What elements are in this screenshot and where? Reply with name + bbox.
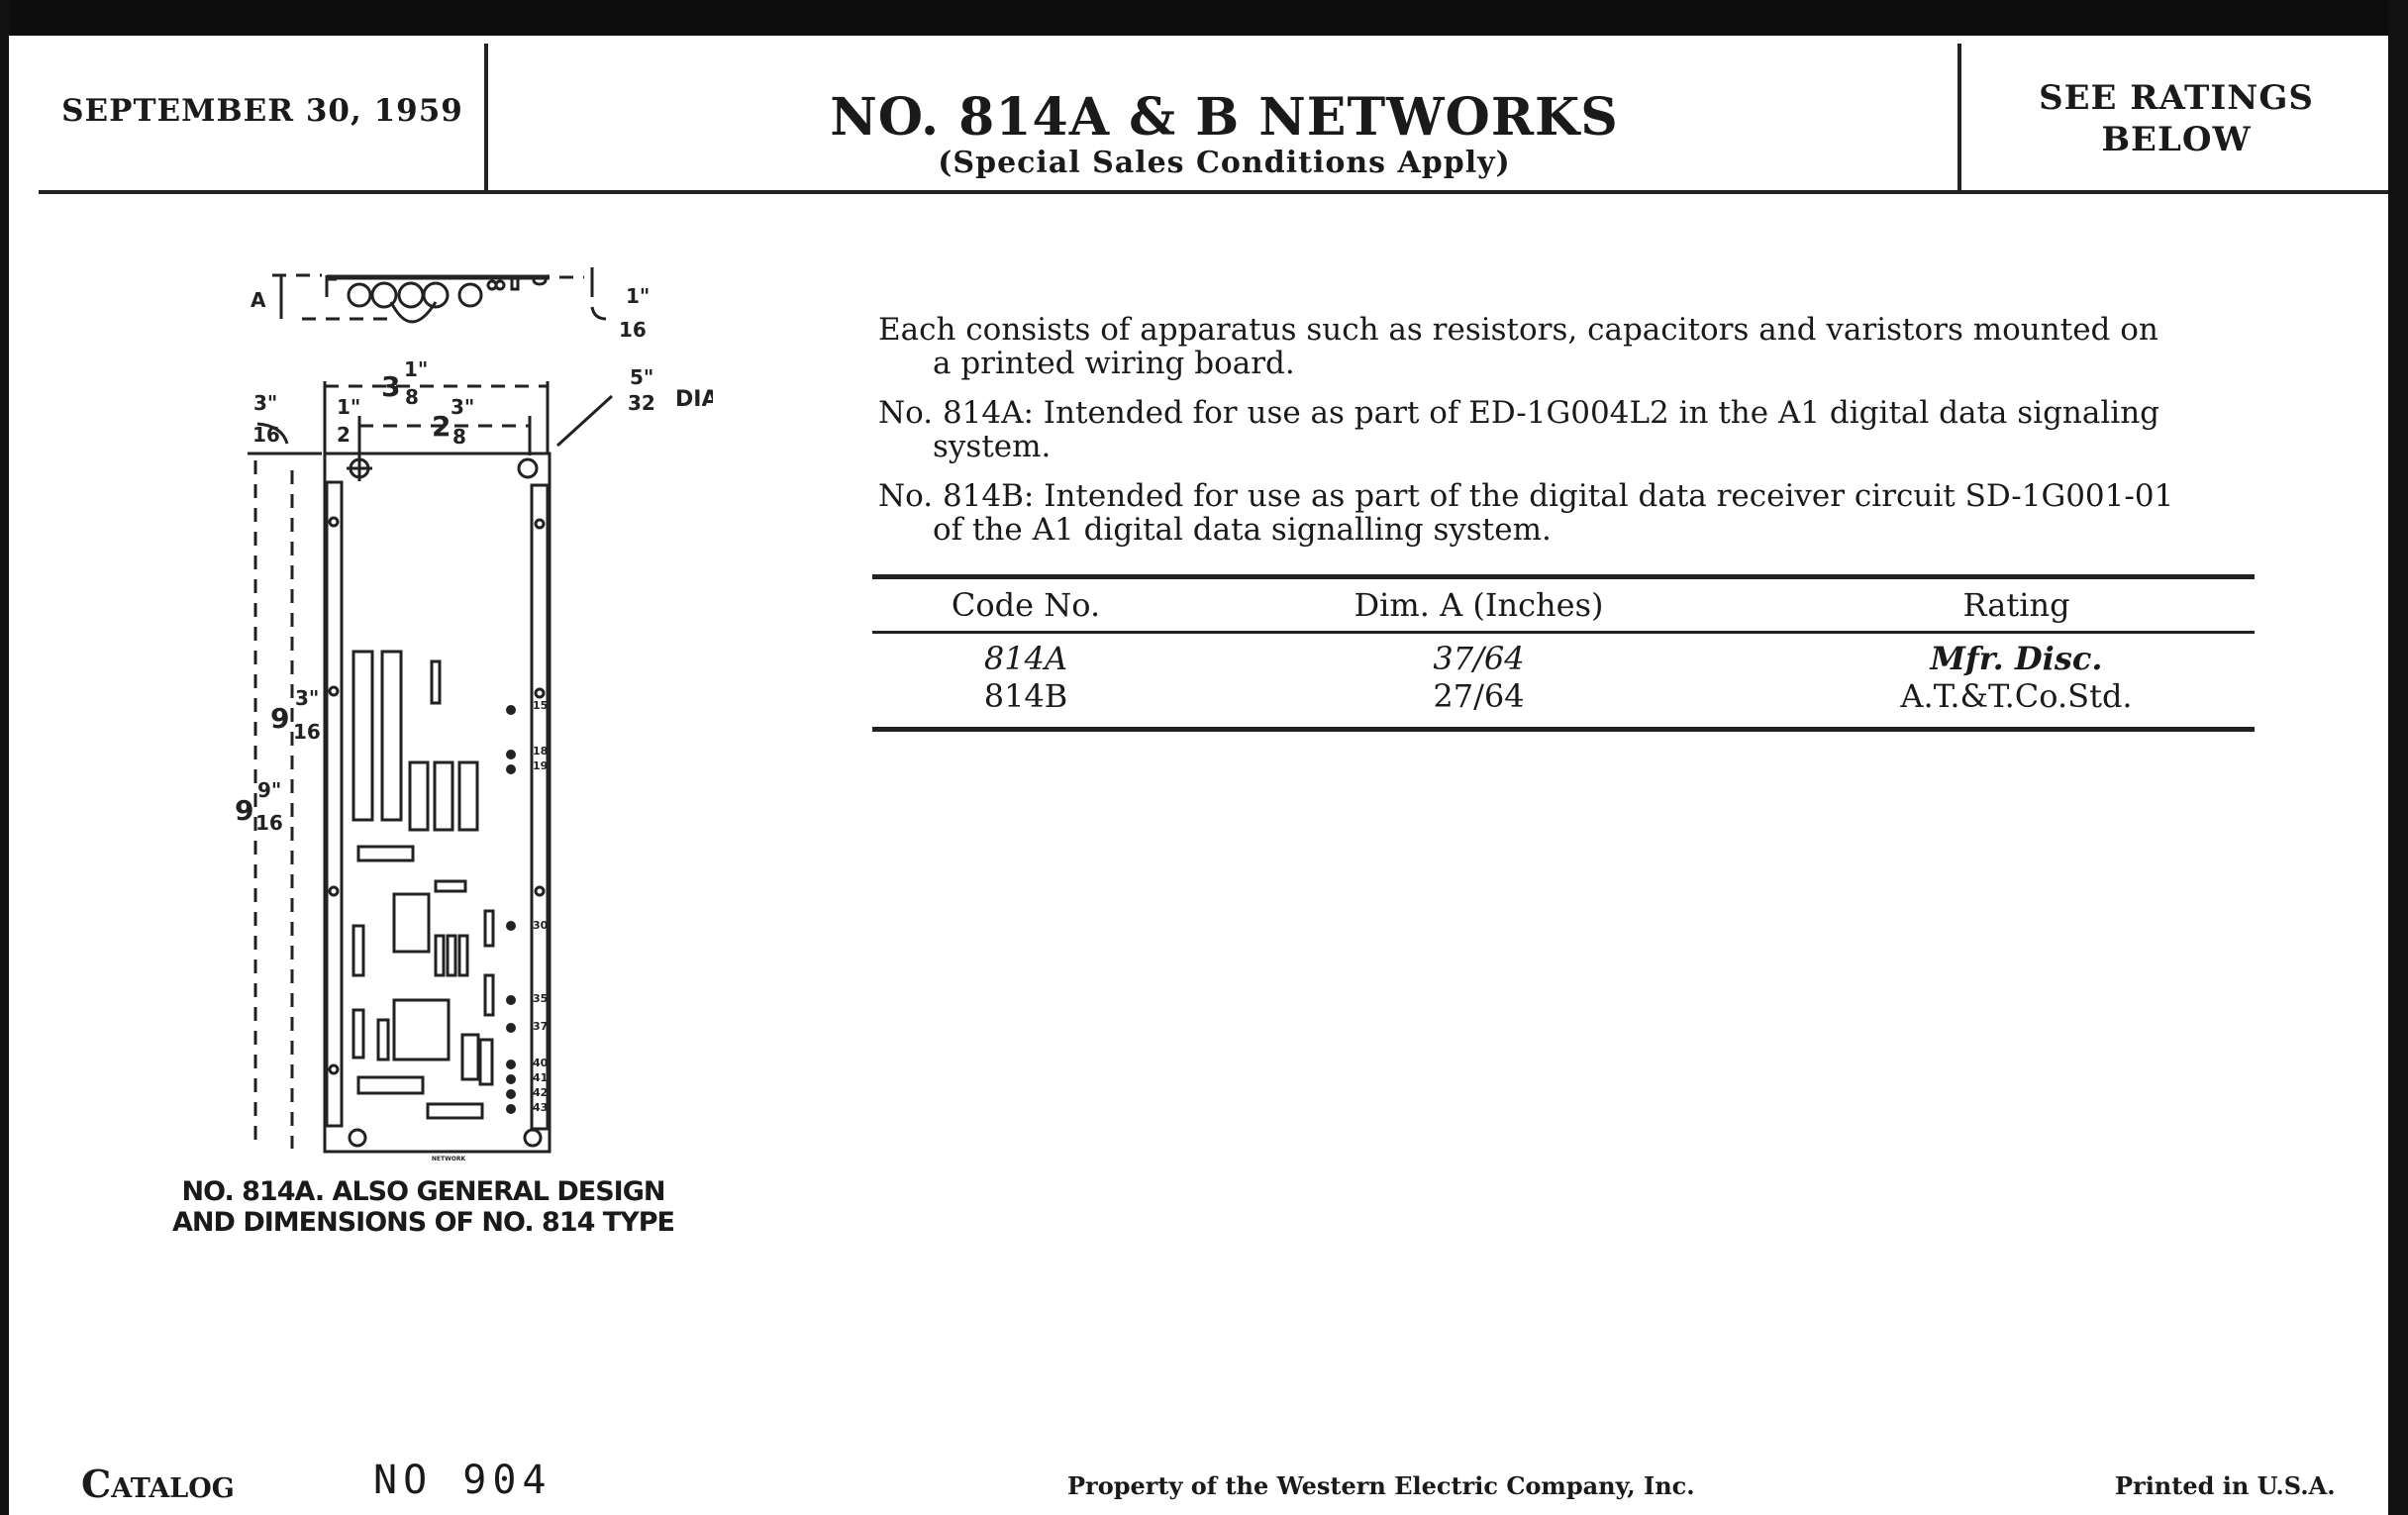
description-paragraph: Each consists of apparatus such as resis…	[878, 313, 2257, 380]
dim-label: 3"	[451, 395, 474, 419]
table-cell: Mfr. Disc.	[1930, 640, 2103, 677]
dim-label: 9	[235, 794, 253, 827]
table-rule	[872, 574, 2255, 579]
dim-label: 3"	[253, 391, 277, 415]
pin-number: 43	[533, 1101, 548, 1114]
pin-number: 30	[533, 919, 549, 932]
ratings-line: SEE RATINGS	[2039, 78, 2314, 118]
table-rule	[872, 727, 2255, 732]
dim-label: 9"	[257, 778, 281, 802]
dim-label: 16	[293, 720, 321, 744]
pin-numbers: 15 18 19 30 35 37 40 41 42 43	[533, 699, 549, 1114]
dim-label: 8	[452, 425, 466, 449]
dim-label: 16	[619, 318, 647, 342]
ratings-note: SEE RATINGS BELOW	[1963, 77, 2389, 160]
caption-line: AND DIMENSIONS OF NO. 814 TYPE	[172, 1207, 675, 1238]
pin-dots	[506, 705, 516, 1114]
paragraph-line: No. 814B: Intended for use as part of th…	[878, 478, 2174, 514]
pin-number: 35	[533, 992, 548, 1005]
dim-label: 8	[405, 385, 419, 409]
catalog-label: Catalog	[81, 1462, 235, 1506]
description-814a: No. 814A: Intended for use as part of ED…	[878, 396, 2257, 463]
scan-border-right	[2388, 0, 2408, 1515]
issue-date: SEPTEMBER 30, 1959	[61, 93, 463, 129]
table-row: 814B 27/64 A.T.&T.Co.Std.	[872, 677, 2255, 715]
header-divider	[484, 44, 488, 192]
scan-border-top	[0, 0, 2408, 36]
dim-label: 3	[381, 370, 400, 403]
board-label: NETWORK	[432, 1156, 466, 1162]
dim-label: 16	[255, 811, 283, 835]
dim-label: DIA	[675, 387, 713, 412]
dim-label: 3"	[295, 686, 319, 710]
paragraph-line: Each consists of apparatus such as resis…	[878, 312, 2158, 348]
table-cell: A.T.&T.Co.Std.	[1900, 677, 2133, 715]
pin-number: 19	[533, 759, 548, 772]
table-cell: 37/64	[1433, 640, 1525, 677]
paragraph-line: system.	[933, 429, 1052, 464]
table-cell: 814A	[983, 640, 1068, 677]
ratings-line: BELOW	[2101, 120, 2252, 159]
pin-number: 37	[533, 1020, 548, 1033]
table-header-row: Code No. Dim. A (Inches) Rating	[872, 579, 2255, 631]
board-outline	[323, 452, 552, 1154]
network-dimension-drawing: 15 18 19 30 35 37 40 41 42 43 NETWORK A …	[235, 267, 713, 1162]
drawing-caption: NO. 814A. ALSO GENERAL DESIGN AND DIMENS…	[149, 1176, 698, 1238]
dim-label: 1"	[337, 395, 360, 419]
paragraph-line: No. 814A: Intended for use as part of ED…	[878, 395, 2160, 431]
pin-number: 18	[533, 745, 548, 758]
description-814b: No. 814B: Intended for use as part of th…	[878, 479, 2257, 547]
dim-label: 1"	[626, 284, 650, 308]
dim-label: 32	[628, 391, 655, 415]
pin-number: 41	[533, 1071, 548, 1084]
pin-number: 42	[533, 1086, 548, 1099]
printed-notice: Printed in U.S.A.	[2115, 1471, 2336, 1500]
page-title: NO. 814A & B NETWORKS	[830, 87, 1619, 148]
column-header: Code No.	[951, 586, 1101, 624]
property-notice: Property of the Western Electric Company…	[1067, 1471, 1695, 1500]
dim-label: 16	[252, 423, 280, 447]
pin-number: 40	[533, 1057, 549, 1069]
column-header: Dim. A (Inches)	[1354, 586, 1604, 624]
caption-line: NO. 814A. ALSO GENERAL DESIGN	[181, 1176, 666, 1207]
column-header: Rating	[1962, 586, 2070, 624]
table-row: 814A 37/64 Mfr. Disc.	[872, 640, 2255, 677]
dim-label: 1"	[404, 357, 428, 381]
dim-label: 2	[337, 423, 351, 447]
table-rule	[872, 631, 2255, 634]
dim-label: 5"	[630, 365, 653, 389]
dim-label: 2	[432, 410, 451, 443]
catalog-number: NO 904	[373, 1458, 552, 1503]
pin-number: 15	[533, 699, 548, 712]
scan-border-left	[0, 0, 9, 1515]
header-rule	[39, 190, 2388, 194]
dim-label: 9	[270, 702, 289, 735]
table-cell: 27/64	[1433, 677, 1525, 715]
paragraph-line: a printed wiring board.	[933, 346, 1295, 381]
header-divider	[1957, 44, 1961, 192]
page-subtitle: (Special Sales Conditions Apply)	[938, 146, 1511, 180]
ratings-table: Code No. Dim. A (Inches) Rating 814A 37/…	[872, 574, 2255, 732]
table-cell: 814B	[983, 677, 1068, 715]
dim-label: A	[251, 288, 266, 312]
paragraph-line: of the A1 digital data signalling system…	[933, 512, 1552, 548]
